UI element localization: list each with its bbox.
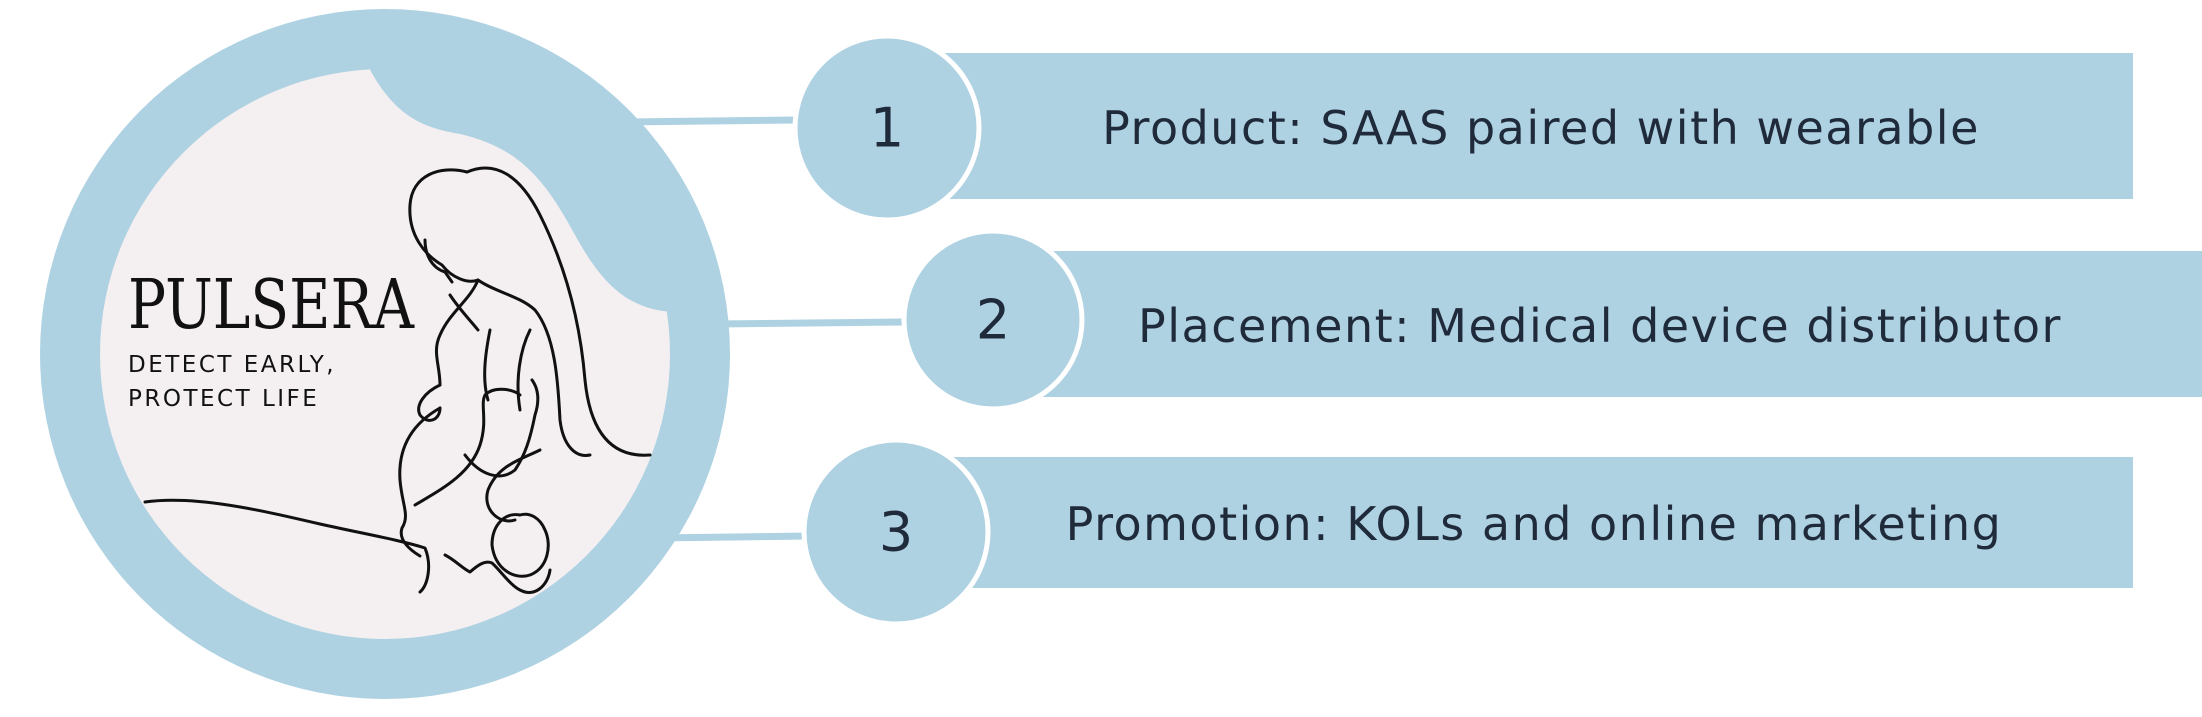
tagline-line-2: PROTECT LIFE (128, 386, 319, 412)
item-label-1: Product: SAAS paired with wearable (1102, 101, 1980, 155)
item-bar-3 (915, 457, 2133, 588)
item-label-2: Placement: Medical device distributor (1138, 299, 2062, 353)
item-number-3: 3 (879, 501, 913, 564)
connector-2 (714, 318, 906, 328)
logo-badge (40, 9, 730, 699)
mother-and-child-line-art-icon (143, 166, 652, 594)
number-circle-2 (901, 228, 1085, 412)
item-label-3: Promotion: KOLs and online marketing (1066, 497, 2003, 551)
item-row-1: 1 Product: SAAS paired with wearable (792, 33, 2133, 223)
connector-3 (654, 532, 811, 542)
brand-name: PULSERA (128, 266, 415, 345)
item-number-2: 2 (976, 289, 1010, 352)
logo-inner-disc (100, 69, 670, 639)
item-number-1: 1 (870, 97, 904, 160)
tagline-line-1: DETECT EARLY, (128, 352, 336, 378)
connector-1 (619, 116, 801, 126)
item-row-3: 3 Promotion: KOLs and online marketing (801, 437, 2133, 627)
number-circle-1 (792, 33, 982, 223)
connectors (619, 116, 906, 542)
number-circle-3 (801, 437, 991, 627)
logo-decorative-wave (368, 55, 700, 312)
item-bar-1 (915, 53, 2133, 199)
item-row-2: 2 Placement: Medical device distributor (901, 228, 2202, 412)
item-bar-2 (1020, 251, 2202, 397)
